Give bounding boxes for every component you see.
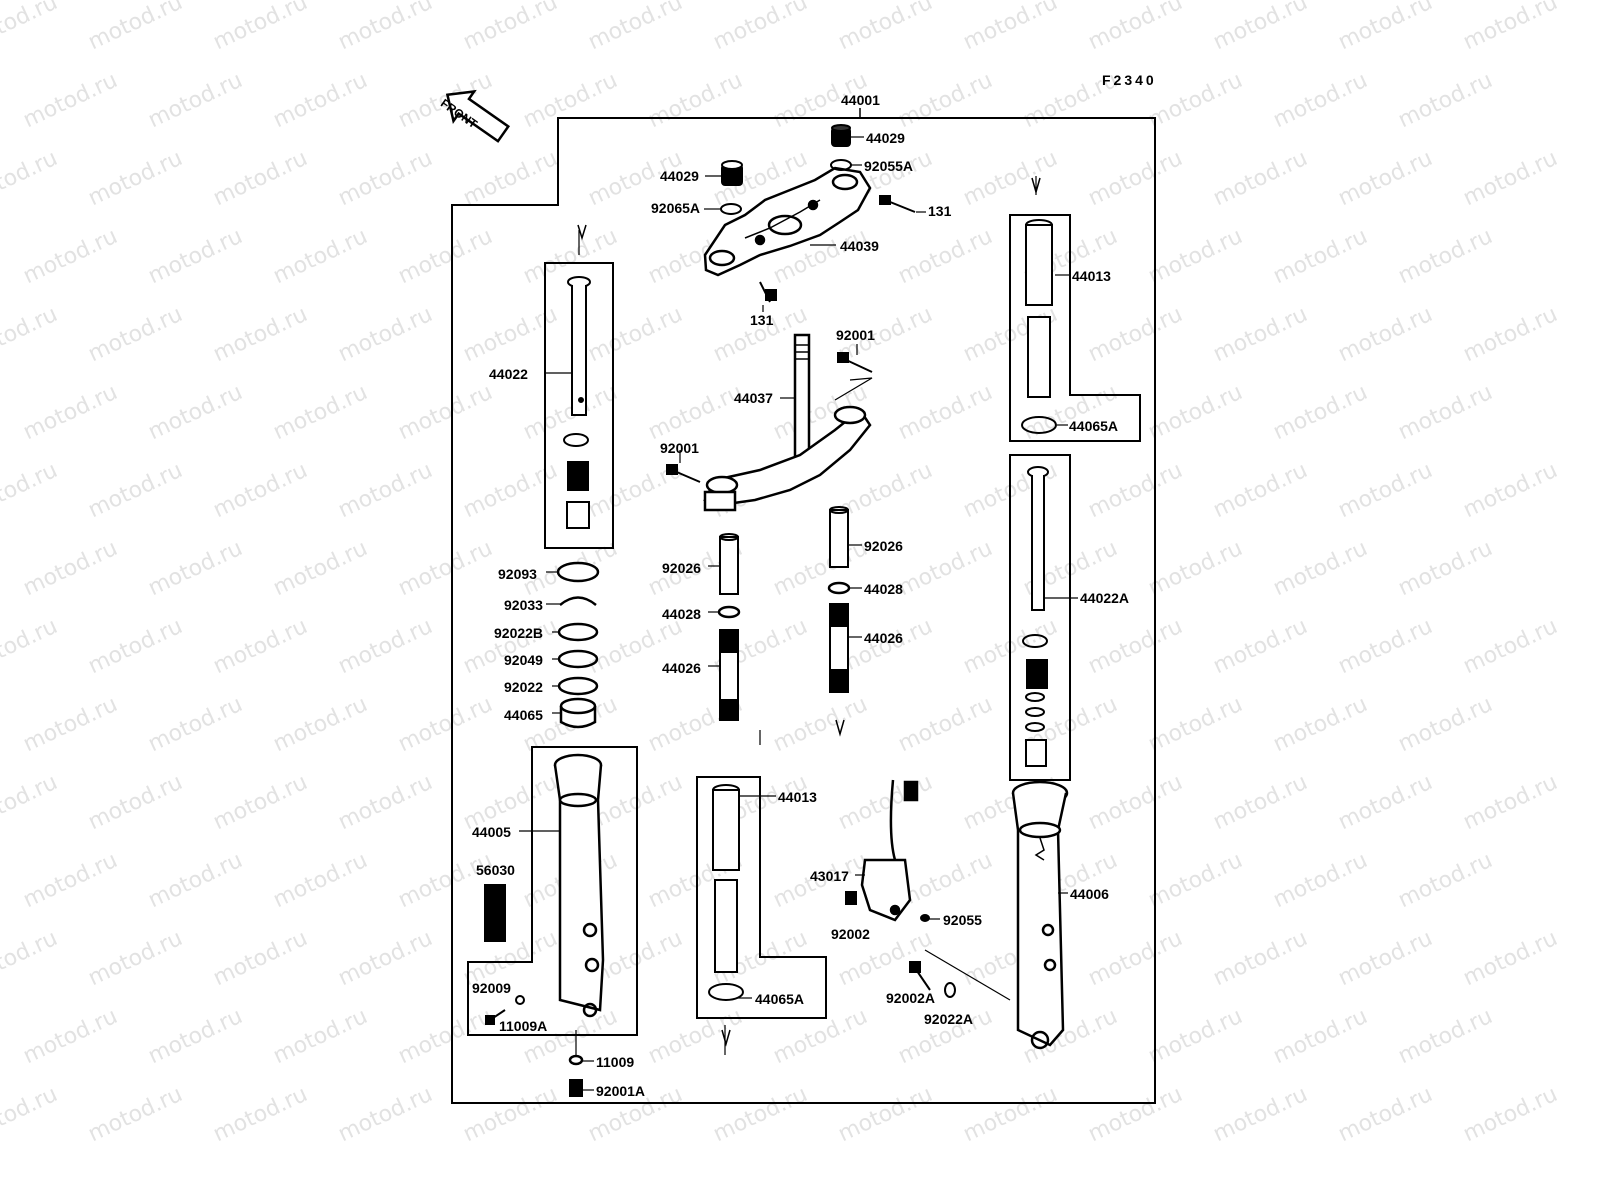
label-131-right: 131 <box>928 203 952 219</box>
label-92093: 92093 <box>498 566 537 582</box>
label-92002: 92002 <box>831 926 870 942</box>
bolt-92001-top <box>837 352 873 373</box>
label-131-bottom: 131 <box>750 312 774 328</box>
oil-seal-92093 <box>556 561 600 583</box>
label-44013-bottom: 44013 <box>778 789 817 805</box>
oring-92055 <box>920 914 930 922</box>
label-56030: 56030 <box>476 862 515 878</box>
leader-lines <box>519 136 1078 1091</box>
washer-92022B <box>557 622 599 642</box>
label-92049: 92049 <box>504 652 543 668</box>
label-44065A-top: 44065A <box>1069 418 1119 434</box>
retaining-ring-92033 <box>559 596 597 606</box>
bolt-92002 <box>845 891 857 905</box>
bolt-131-right <box>879 195 916 213</box>
label-92022A: 92022A <box>924 1011 974 1027</box>
label-92009: 92009 <box>472 980 511 996</box>
cap-44029-top <box>831 124 851 147</box>
label-11009: 11009 <box>596 1054 635 1070</box>
label-44065: 44065 <box>504 707 543 723</box>
label-92022: 92022 <box>504 679 543 695</box>
outer-tube-44005 <box>553 753 605 1018</box>
upper-triple-clamp <box>703 166 872 277</box>
label-44013-top: 44013 <box>1072 268 1111 284</box>
label-44029-top: 44029 <box>866 130 905 146</box>
label-92026-right: 92026 <box>864 538 903 554</box>
gasket-11009 <box>568 1054 584 1066</box>
bolt-92001-left <box>666 464 701 483</box>
seal-stack <box>556 561 600 729</box>
outer-tube-44006 <box>1011 780 1069 1050</box>
label-92055: 92055 <box>943 912 982 928</box>
label-44065A-bottom: 44065A <box>755 991 805 1007</box>
anti-dive-valve-43017 <box>860 779 919 922</box>
label-44001: 44001 <box>841 92 880 108</box>
label-44005: 44005 <box>472 824 511 840</box>
box-44022A <box>1009 454 1071 781</box>
steering-stem-lower-clamp <box>703 333 872 512</box>
label-44026-left: 44026 <box>662 660 701 676</box>
figure-code: F2340 <box>1102 72 1157 88</box>
spring-44026-left <box>719 629 739 721</box>
label-92065A: 92065A <box>651 200 701 216</box>
label-44037: 44037 <box>734 390 773 406</box>
washer-92049 <box>557 649 599 669</box>
box-44005 <box>467 746 638 1036</box>
label-92033: 92033 <box>504 597 543 613</box>
washer-44028-right <box>827 581 851 595</box>
spacer-92026-left <box>719 533 739 595</box>
label-92022B: 92022B <box>494 625 544 641</box>
box-44013-top <box>1009 214 1141 442</box>
bolt-92001A <box>569 1079 583 1097</box>
washer-92022A <box>944 982 956 998</box>
washer-44028-left <box>717 605 741 619</box>
label-44022A: 44022A <box>1080 590 1130 606</box>
bolt-92002A <box>909 961 931 991</box>
label-92002A: 92002A <box>886 990 936 1006</box>
front-arrow-icon <box>445 89 511 143</box>
damper-rod-44022 <box>563 276 591 529</box>
gasket-11009A <box>515 995 525 1005</box>
label-92026-left: 92026 <box>662 560 701 576</box>
assembly-outline <box>451 117 1156 1104</box>
cap-44029-left <box>721 160 743 186</box>
bolt-131-bottom <box>759 281 777 303</box>
spring-44026-right <box>829 603 849 693</box>
label-44022: 44022 <box>489 366 528 382</box>
screw-92009 <box>485 1009 506 1025</box>
inner-tube-44013-top <box>1021 219 1057 434</box>
label-44039: 44039 <box>840 238 879 254</box>
label-92001-left: 92001 <box>660 440 699 456</box>
washer-92022 <box>557 676 599 696</box>
label-44026-right: 44026 <box>864 630 903 646</box>
spacer-92026-right <box>829 506 849 568</box>
label-44028-right: 44028 <box>864 581 903 597</box>
oring-92065A <box>720 203 742 215</box>
box-44022 <box>544 262 614 549</box>
label-44029-left: 44029 <box>660 168 699 184</box>
label-92001A: 92001A <box>596 1083 646 1099</box>
label-92055A: 92055A <box>864 158 914 174</box>
label-44006: 44006 <box>1070 886 1109 902</box>
label-43017: 43017 <box>810 868 849 884</box>
emblem-56030 <box>484 884 506 942</box>
box-44013-bottom <box>696 776 827 1019</box>
label-11009A: 11009A <box>499 1018 548 1034</box>
direction-marks <box>577 177 1041 1047</box>
inner-tube-44013-bottom <box>708 784 744 1001</box>
damper-rod-44022A <box>1022 466 1049 767</box>
label-44028-left: 44028 <box>662 606 701 622</box>
label-92001-top: 92001 <box>836 327 875 343</box>
